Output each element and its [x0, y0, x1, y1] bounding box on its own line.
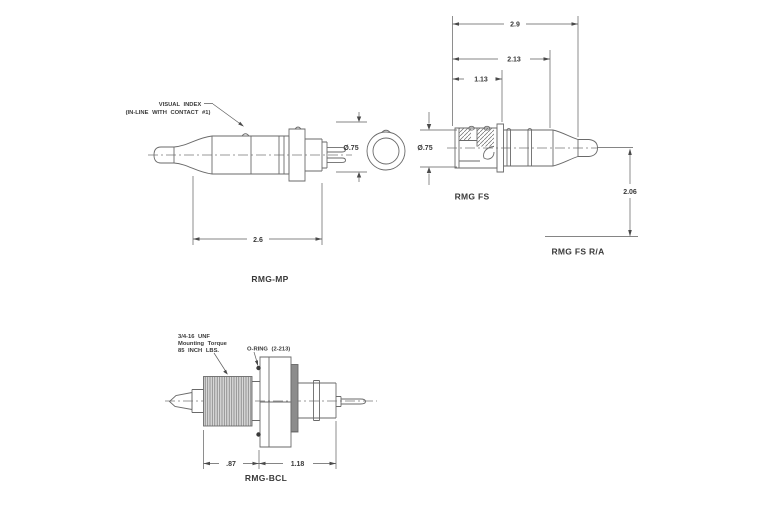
rmg-bcl-body-outline: [168, 356, 366, 448]
rmg-bcl-view: 3/4-16 UNF Mounting Torque 85 INCH LBS. …: [165, 334, 377, 483]
thread-note-line1: 3/4-16 UNF: [178, 334, 210, 340]
end-view-diameter-text: Ø.75: [417, 145, 432, 152]
o-ring-cross-section-top: [256, 365, 261, 371]
thread-note-leader-arrowhead: [223, 369, 228, 375]
o-ring-cross-section-bottom: [256, 432, 261, 437]
end-view: Ø.75: [366, 112, 457, 185]
end-view-diameter-dimension: Ø.75: [417, 112, 457, 185]
rmg-mp-length-text: 2.6: [253, 237, 263, 244]
rmg-bcl-thread-annotation: 3/4-16 UNF Mounting Torque 85 INCH LBS.: [178, 334, 228, 375]
visual-index-leader-arrowhead: [238, 121, 244, 127]
rmg-bcl-body-length-text: 1.18: [291, 461, 305, 468]
rmg-fs-ra-reference-lines: [545, 147, 638, 237]
rmg-mp-diameter-dimension: Ø.75: [336, 112, 367, 182]
rmg-bcl-label: RMG-BCL: [245, 473, 287, 483]
rmg-fs-view: 2.9 2.13 1.13 RMG FS: [447, 16, 598, 202]
thread-note-line2: Mounting Torque: [178, 341, 228, 347]
oring-note-text: O-RING (2-213): [247, 347, 290, 353]
rmg-fs-mid-length-text: 2.13: [507, 57, 521, 64]
rmg-fs-length-dimensions: 2.9 2.13 1.13: [452, 16, 579, 137]
oring-leader-line: [253, 351, 258, 363]
visual-index-leader-line: [204, 103, 243, 126]
rmg-bcl-thread-length-text: .87: [226, 461, 236, 468]
rmg-mp-view: VISUAL INDEX (IN-LINE WITH CONTACT #1) Ø…: [126, 102, 367, 284]
rmg-bcl-dimensions: .87 1.18: [203, 421, 337, 469]
rmg-fs-front-length-text: 1.13: [474, 77, 488, 84]
end-view-circles: [366, 129, 406, 171]
rmg-mp-label: RMG-MP: [251, 274, 288, 284]
rmg-fs-ra-view: 2.06 RMG FS R/A: [545, 147, 638, 257]
thread-note-line3: 85 INCH LBS.: [178, 348, 219, 354]
rmg-mp-diameter-text: Ø.75: [343, 145, 358, 152]
rmg-fs-label: RMG FS: [455, 192, 490, 202]
rmg-bcl-oring-annotation: O-RING (2-213): [247, 347, 290, 366]
rmg-mp-visual-index-annotation: VISUAL INDEX (IN-LINE WITH CONTACT #1): [126, 102, 244, 127]
rmg-fs-ra-label: RMG FS R/A: [551, 247, 604, 257]
rmg-mp-length-dimension: 2.6: [192, 176, 323, 245]
oring-leader-arrowhead: [254, 360, 258, 366]
visual-index-note-line2: (IN-LINE WITH CONTACT #1): [126, 110, 211, 116]
rmg-fs-ra-height-dimension: 2.06: [623, 148, 637, 237]
rmg-mp-body-outline: [153, 126, 346, 182]
thread-note-leader-line: [213, 352, 227, 373]
rmg-fs-body-outline: [454, 123, 598, 173]
rmg-fs-overall-length-text: 2.9: [510, 22, 520, 29]
visual-index-note-line1: VISUAL INDEX: [159, 102, 202, 108]
rmg-fs-ra-height-text: 2.06: [623, 189, 637, 196]
